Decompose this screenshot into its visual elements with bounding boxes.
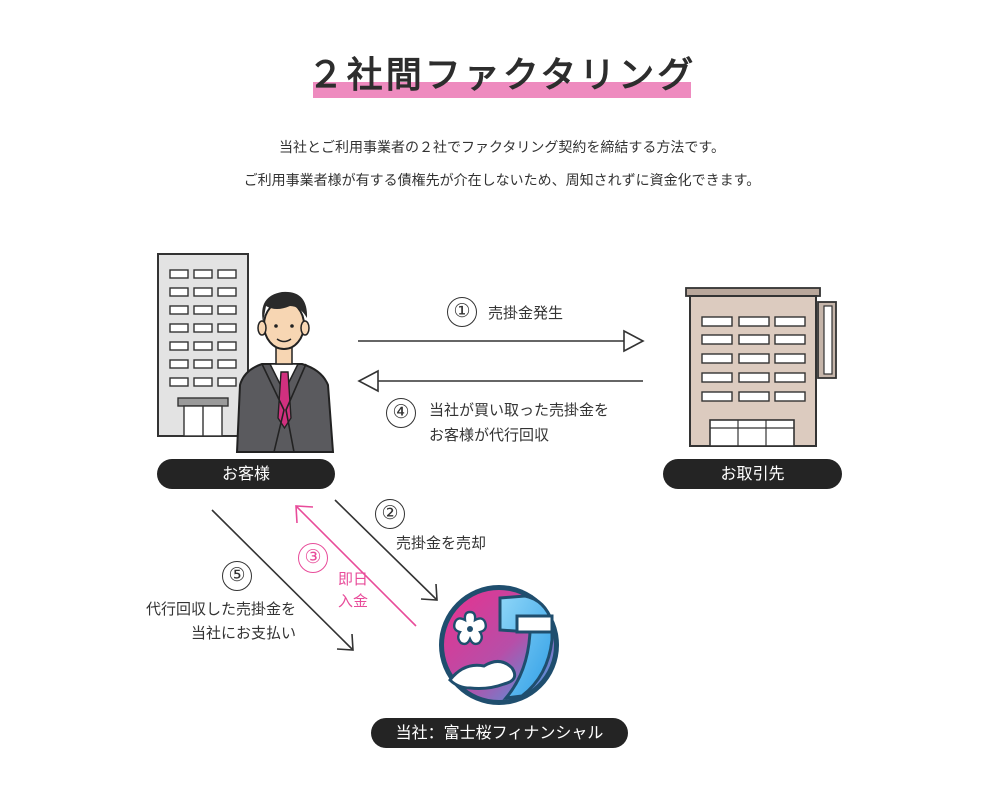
- company-pill: 当社：富士桜フィナンシャル: [371, 718, 628, 748]
- description-line-2: ご利用事業者様が有する債権先が介在しないため、周知されずに資金化できます。: [243, 173, 761, 189]
- arrow-step-2: [334, 499, 438, 601]
- step-1-label: 売掛金発生: [488, 304, 564, 322]
- step-1-number: ①: [447, 297, 477, 327]
- company-logo-icon: [439, 585, 559, 705]
- step-2-label: 売掛金を売却: [396, 534, 487, 552]
- step-2-number: ②: [375, 499, 405, 529]
- arrow-step-4: [357, 369, 643, 393]
- arrow-step-3: [295, 505, 417, 627]
- description-line-1: 当社とご利用事業者の２社でファクタリング契約を締結する方法です。: [278, 140, 726, 156]
- step-3-label-line-1: 即日: [337, 570, 368, 588]
- partner-pill: お取引先: [663, 459, 842, 489]
- step-4-label-line-1: 当社が買い取った売掛金を: [429, 401, 610, 419]
- arrow-step-5: [211, 509, 354, 651]
- step-4-number: ④: [386, 398, 416, 428]
- customer-building-icon: [157, 253, 249, 437]
- title-underline: [313, 82, 691, 98]
- partner-building-icon: [685, 287, 837, 447]
- step-3-number: ③: [298, 543, 328, 573]
- step-5-label-line-2: 当社にお支払い: [190, 624, 296, 642]
- businessman-icon: [235, 291, 335, 453]
- step-5-number: ⑤: [222, 561, 252, 591]
- customer-pill: お客様: [157, 459, 335, 489]
- page-title: ２社間ファクタリング: [307, 55, 697, 96]
- step-3-label-line-2: 入金: [337, 592, 368, 610]
- arrow-step-1: [358, 329, 645, 353]
- step-5-label-line-1: 代行回収した売掛金を: [145, 600, 296, 618]
- step-4-label-line-2: お客様が代行回収: [429, 426, 550, 444]
